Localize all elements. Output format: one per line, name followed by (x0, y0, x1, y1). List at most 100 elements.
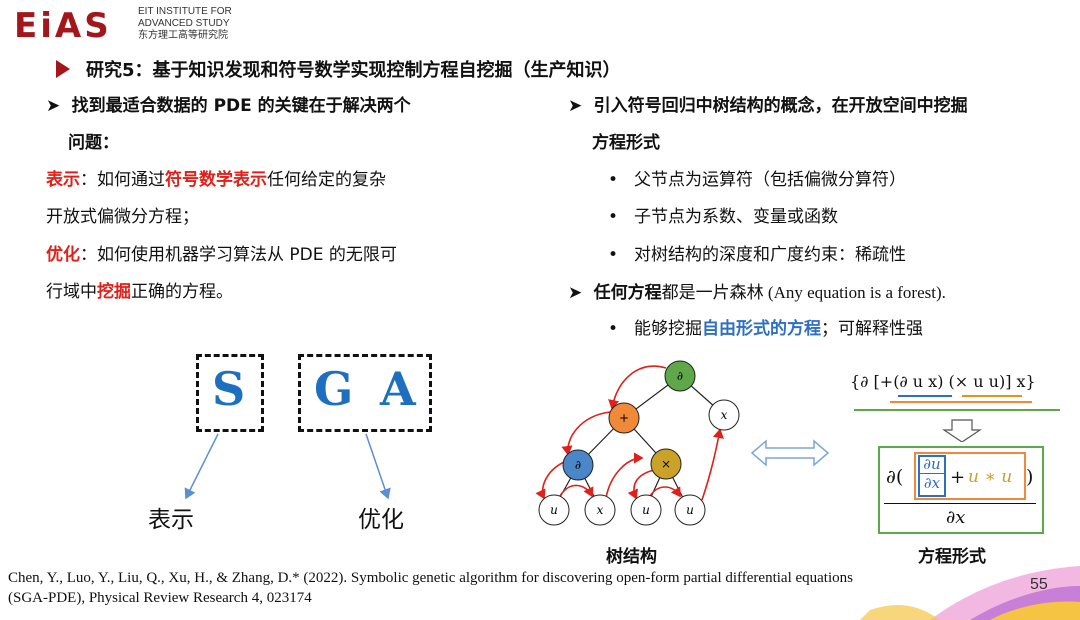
optimization-line-2: 行域中挖掘正确的方程。 (46, 274, 233, 311)
bullet-dot-icon: • (608, 207, 619, 227)
equation-caption: 方程形式 (918, 547, 986, 567)
tree-node-leaf (674, 494, 706, 526)
traversal-arrow (701, 428, 724, 501)
right-sub-item-text: 对树结构的深度和广度约束：稀疏性 (634, 245, 906, 265)
bullet-dot-icon: • (608, 245, 619, 265)
representation-text-a: ：如何通过 (80, 170, 165, 190)
tree-node-label: + (619, 411, 629, 425)
double-arrow-icon (750, 439, 830, 467)
right-sub-item-text: 父节点为运算符（包括偏微分算符） (634, 170, 906, 190)
tree-node-label: u (550, 503, 558, 517)
optimization-line-1: 优化：如何使用机器学习算法从 PDE 的无限可 (46, 237, 397, 274)
left-point-1-line-1: 找到最适合数据的 PDE 的关键在于解决两个 (71, 96, 411, 116)
right-sub-item: • 对树结构的深度和广度约束：稀疏性 (608, 237, 906, 274)
sub2-text-a: 能够挖掘 (634, 319, 702, 339)
optimization-arrow (365, 433, 391, 500)
representation-label: 表示 (46, 170, 80, 190)
page-number: 55 (1030, 576, 1048, 593)
sga-letter-a: A (380, 362, 416, 416)
left-point-1-line-2: 问题： (68, 133, 119, 153)
right-point-1-line-2: 方程形式 (592, 133, 660, 153)
tree-node-leaf (630, 494, 662, 526)
equation-close: ) (1026, 466, 1034, 488)
equation-plus: + (950, 467, 966, 488)
tree-node-plus (608, 402, 640, 434)
representation-line-1: 表示：如何通过符号数学表示任何给定的复杂 (46, 162, 386, 199)
optimization-label: 优化 (46, 245, 80, 265)
ga-box (298, 354, 432, 432)
tree-node-label: x (721, 408, 728, 422)
right-sub-item: • 父节点为运算符（包括偏微分算符） (608, 162, 906, 199)
institute-line-2: ADVANCED STUDY (138, 18, 230, 29)
optimization-line-2-b: 正确的方程。 (131, 282, 233, 302)
traversal-arrow (649, 486, 681, 498)
tree-node-label: x (597, 503, 604, 517)
corner-decoration (860, 566, 1080, 620)
tree-node-label: × (661, 457, 671, 471)
representation-arrow (184, 433, 219, 500)
sga-letter-s: S (212, 362, 246, 416)
citation-line-2: (SGA-PDE), Physical Review Research 4, 0… (8, 590, 312, 606)
traversal-arrow (605, 452, 644, 499)
traversal-arrow (608, 365, 667, 410)
right-point-2: ➤ 任何方程都是一片森林 (Any equation is a forest). (568, 274, 946, 312)
sub2-highlight: 自由形式的方程 (702, 319, 821, 339)
right-sub-item: • 子节点为系数、变量或函数 (608, 199, 838, 236)
sga-label-representation: 表示 (148, 507, 194, 533)
tree-node-label: ∂ (575, 458, 581, 472)
traversal-arrow (627, 469, 655, 500)
eias-logo: EiAS (14, 6, 112, 46)
slide-title: 研究5：基于知识发现和符号数学实现控制方程自挖掘（生产知识） (86, 60, 621, 81)
equation-partial-box (918, 455, 946, 497)
tree-node-label: u (642, 503, 650, 517)
citation-line-1: Chen, Y., Luo, Y., Liu, Q., Xu, H., & Zh… (8, 570, 853, 586)
optimization-highlight: 挖掘 (97, 282, 131, 302)
right-point-1: ➤ 引入符号回归中树结构的概念，在开放空间中挖掘 (568, 88, 968, 125)
s-box (196, 354, 264, 432)
institute-line-1: EIT INSTITUTE FOR (138, 6, 232, 17)
right-point-2-rest: 都是一片森林 (Any equation is a forest). (661, 283, 946, 302)
institute-name: EIT INSTITUTE FOR ADVANCED STUDY 东方理工高等研… (138, 6, 232, 42)
sga-letter-g: G (314, 362, 354, 416)
traversal-arrow (559, 484, 594, 498)
traversal-arrow (535, 461, 565, 500)
tree-node-x (708, 399, 740, 431)
tree-node-label: u (686, 503, 694, 517)
left-point-1: ➤ 找到最适合数据的 PDE 的关键在于解决两个 (46, 88, 411, 125)
optimization-line-2-a: 行域中 (46, 282, 97, 302)
sga-label-optimization: 优化 (358, 507, 404, 533)
fraction-bottom: ∂x (920, 473, 944, 492)
equation-inner-box (914, 452, 1026, 500)
equation-fraction: ∂u ∂x (920, 455, 944, 492)
prefix-expression: {∂ [+(∂ u x) (× u u)] x} (850, 372, 1036, 391)
bullet-arrow-icon: ➤ (568, 96, 583, 116)
tree-node-times (650, 448, 682, 480)
bullet-dot-icon: • (608, 170, 619, 190)
tree-node-leaf (584, 494, 616, 526)
down-arrow-icon (942, 419, 982, 442)
tree-node-leaf (538, 494, 570, 526)
title-arrow-icon (56, 60, 70, 78)
tree-node-partial (562, 449, 594, 481)
tree-node-root (664, 360, 696, 392)
optimization-text-a: ：如何使用机器学习算法从 PDE 的无限可 (80, 245, 397, 265)
equation-fraction-bar (884, 503, 1036, 504)
equation-uu: u ∗ u (968, 467, 1013, 487)
equation-open: ∂( (886, 466, 904, 488)
representation-highlight: 符号数学表示 (165, 170, 267, 190)
formula-underlines (854, 395, 1060, 442)
right-point-2-bold: 任何方程 (593, 283, 662, 303)
right-sub-item-2: • 能够挖掘自由形式的方程；可解释性强 (608, 311, 923, 348)
citation: Chen, Y., Luo, Y., Liu, Q., Xu, H., & Zh… (8, 568, 853, 608)
tree-node-label: ∂ (677, 369, 683, 383)
fraction-top: ∂u (923, 455, 941, 473)
right-point-1-line-1: 引入符号回归中树结构的概念，在开放空间中挖掘 (593, 96, 968, 116)
traversal-arrow (561, 411, 611, 456)
sub2-text-b: ；可解释性强 (821, 319, 923, 339)
right-sub-item-text: 子节点为系数、变量或函数 (634, 207, 838, 227)
tree-caption: 树结构 (606, 547, 657, 567)
equation-outer-box (878, 446, 1044, 534)
bullet-dot-icon: • (608, 319, 619, 339)
tree-diagram: ∂ + x ∂ × u x u u (535, 360, 740, 526)
